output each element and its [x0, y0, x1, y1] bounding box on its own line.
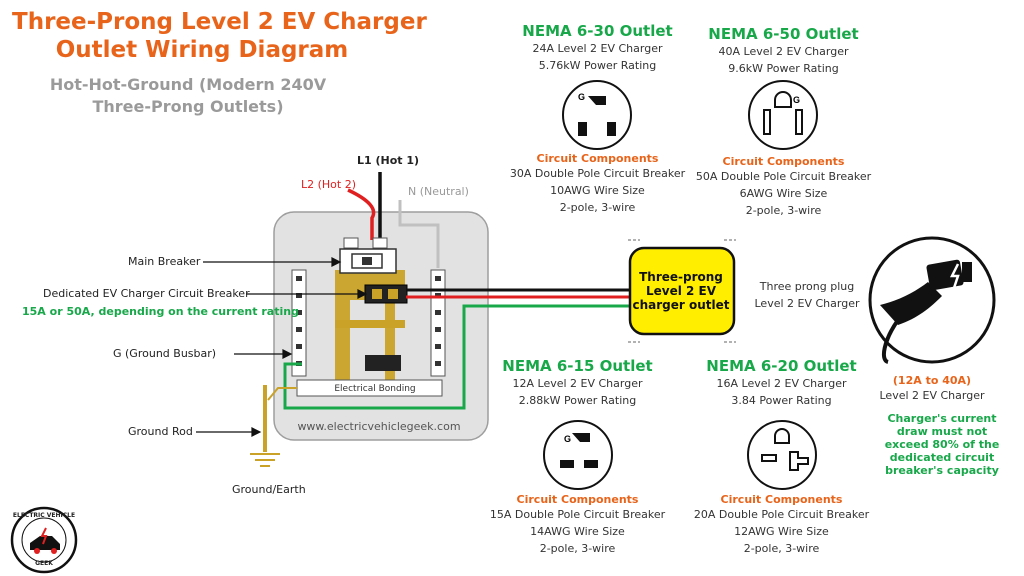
page-title: Three-Prong Level 2 EV Charger Outlet Wi… — [12, 8, 427, 64]
ground-busbar-left — [291, 269, 307, 377]
ev-ground-feed — [283, 304, 634, 410]
outlet-title: NEMA 6-30 Outlet — [522, 22, 673, 40]
outlet-box-shape — [628, 246, 736, 336]
components-breaker: 30A Double Pole Circuit Breaker — [509, 167, 686, 180]
main-breaker-handle — [362, 257, 372, 265]
logo-top-text: ELECTRIC VEHICLE — [12, 512, 76, 519]
title-line-1: Three-Prong Level 2 EV Charger — [12, 9, 427, 35]
outlet-charger: 16A Level 2 EV Charger — [716, 377, 847, 390]
components-poles: 2-pole, 3-wire — [539, 542, 616, 555]
plug-caption: Three prong plug Level 2 EV Charger — [752, 278, 862, 312]
ev-breaker-body — [364, 284, 408, 304]
logo-badge — [10, 506, 78, 574]
outlet-power: 2.88kW Power Rating — [518, 394, 637, 407]
neutral-label: N (Neutral) — [408, 185, 469, 198]
svg-text:G: G — [793, 95, 800, 105]
components-title: Circuit Components — [722, 155, 845, 168]
nema-6-50-face: G — [748, 80, 818, 150]
neutral-busbar-right — [430, 269, 446, 377]
ground-busbar-label: G (Ground Busbar) — [113, 347, 217, 360]
page-subtitle: Hot-Hot-Ground (Modern 240V Three-Prong … — [49, 75, 327, 116]
components-6-15: Circuit Components 15A Double Pole Circu… — [470, 493, 685, 557]
logo-bottom-text: GEEK — [35, 560, 53, 567]
title-line-2: Outlet Wiring Diagram — [55, 37, 349, 63]
hot2-wire — [347, 188, 376, 240]
outlet-title: NEMA 6-15 Outlet — [502, 357, 653, 375]
components-breaker: 50A Double Pole Circuit Breaker — [695, 170, 872, 183]
components-wire: 10AWG Wire Size — [550, 184, 645, 197]
components-6-50: Circuit Components 50A Double Pole Circu… — [676, 155, 891, 219]
ev-breaker-note: 15A or 50A, depending on the current rat… — [22, 305, 299, 318]
nema-6-15-face: G — [543, 420, 613, 490]
terminal-l1 — [372, 237, 388, 249]
nema-6-30-face: G — [562, 80, 632, 150]
ground-earth-label: Ground/Earth — [232, 483, 306, 496]
components-breaker: 20A Double Pole Circuit Breaker — [693, 508, 870, 521]
outlet-card-6-20: NEMA 6-20 Outlet 16A Level 2 EV Charger … — [674, 357, 889, 409]
components-title: Circuit Components — [720, 493, 843, 506]
website-label: www.electricvehiclegeek.com — [297, 420, 461, 433]
pointer-arrows — [196, 257, 368, 437]
outlet-charger: 40A Level 2 EV Charger — [718, 45, 849, 58]
neutral-wire — [398, 200, 440, 268]
components-6-20: Circuit Components 20A Double Pole Circu… — [674, 493, 889, 557]
components-6-30: Circuit Components 30A Double Pole Circu… — [490, 152, 705, 216]
components-breaker: 15A Double Pole Circuit Breaker — [489, 508, 666, 521]
outlet-title: NEMA 6-20 Outlet — [706, 357, 857, 375]
ground-symbol — [250, 453, 280, 467]
components-poles: 2-pole, 3-wire — [743, 542, 820, 555]
outlet-power: 3.84 Power Rating — [731, 394, 832, 407]
main-breaker-label: Main Breaker — [128, 255, 201, 268]
components-title: Circuit Components — [536, 152, 659, 165]
plug-line-2: Level 2 EV Charger — [754, 297, 860, 310]
l2-label: L2 (Hot 2) — [301, 178, 357, 191]
plug-range-value: (12A to 40A) — [892, 374, 972, 387]
components-wire: 6AWG Wire Size — [739, 187, 828, 200]
components-wire: 12AWG Wire Size — [734, 525, 829, 538]
components-wire: 14AWG Wire Size — [530, 525, 625, 538]
nema-6-20-face — [747, 420, 817, 490]
ground-rod-wire — [267, 387, 297, 401]
ev-breaker-handle-a — [372, 289, 382, 299]
ev-breaker-label: Dedicated EV Charger Circuit Breaker — [43, 287, 250, 300]
plug-note: Charger's current draw must not exceed 8… — [884, 412, 1000, 477]
outlet-card-6-50: NEMA 6-50 Outlet 40A Level 2 EV Charger … — [676, 25, 891, 77]
busbar-tab — [335, 320, 405, 328]
outlet-card-6-15: NEMA 6-15 Outlet 12A Level 2 EV Charger … — [470, 357, 685, 409]
plug-line-1: Three prong plug — [759, 280, 855, 293]
outlet-box-label: Three-prong Level 2 EV charger outlet — [632, 270, 730, 312]
components-poles: 2-pole, 3-wire — [745, 204, 822, 217]
svg-text:G: G — [578, 92, 585, 102]
outlet-charger: 24A Level 2 EV Charger — [532, 42, 663, 55]
outlet-charger: 12A Level 2 EV Charger — [512, 377, 643, 390]
outlet-power: 5.76kW Power Rating — [538, 59, 657, 72]
terminal-l2 — [343, 237, 359, 249]
ev-breaker-handle-b — [388, 289, 398, 299]
outlet-bracket — [628, 239, 736, 343]
bonding-label: Electrical Bonding — [334, 384, 416, 394]
svg-text:G: G — [564, 434, 571, 444]
outlet-card-6-30: NEMA 6-30 Outlet 24A Level 2 EV Charger … — [490, 22, 705, 74]
components-title: Circuit Components — [516, 493, 639, 506]
ground-rod-label: Ground Rod — [128, 425, 193, 438]
l1-label: L1 (Hot 1) — [357, 154, 420, 167]
components-poles: 2-pole, 3-wire — [559, 201, 636, 214]
outlet-title: NEMA 6-50 Outlet — [708, 25, 859, 43]
plug-range-label: Level 2 EV Charger — [879, 389, 985, 402]
plug-range: (12A to 40A) Level 2 EV Charger — [872, 374, 992, 404]
spare-breaker — [365, 355, 401, 371]
ev-plug-icon — [868, 236, 996, 364]
outlet-power: 9.6kW Power Rating — [728, 62, 839, 75]
